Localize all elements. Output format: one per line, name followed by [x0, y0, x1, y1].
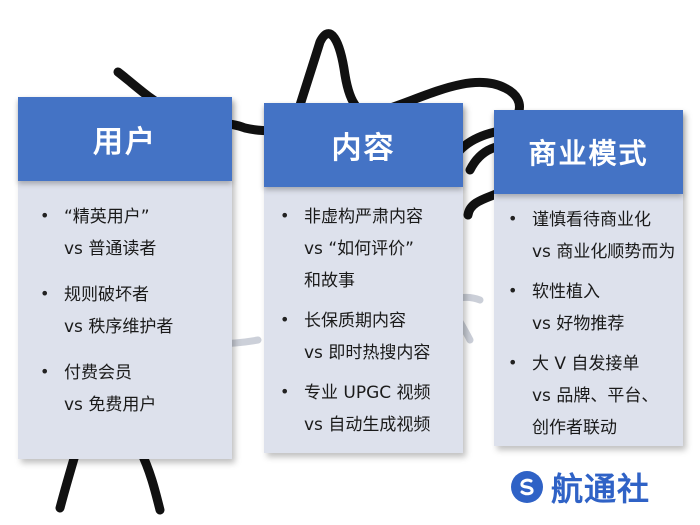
bullet: •: [280, 206, 290, 225]
column-content: 内容 • 非虚构严肃内容 vs “如何评价” 和故事 • 长保质期内容 vs 即…: [264, 103, 463, 453]
list-item: • 大 V 自发接单 vs 品牌、平台、 创作者联动: [508, 348, 683, 444]
brand-logo: 航通社: [511, 465, 650, 509]
column-header: 商业模式: [494, 110, 683, 194]
bullet: •: [508, 353, 518, 372]
list-item: • “精英用户” vs 普通读者: [40, 201, 232, 265]
list-item: • 付费会员 vs 免费用户: [40, 357, 232, 421]
logo-icon: [511, 471, 543, 503]
bullet: •: [508, 209, 518, 228]
list-item: • 谨慎看待商业化 vs 商业化顺势而为: [508, 204, 683, 268]
bullet: •: [40, 362, 50, 381]
bullet: •: [280, 310, 290, 329]
list-item: • 专业 UPGC 视频 vs 自动生成视频: [280, 377, 463, 441]
bullet: •: [280, 382, 290, 401]
list-item: • 规则破坏者 vs 秩序维护者: [40, 279, 232, 343]
column-business-model: 商业模式 • 谨慎看待商业化 vs 商业化顺势而为 • 软性植入 vs 好物推荐…: [494, 110, 683, 446]
bullet: •: [40, 284, 50, 303]
list-item: • 长保质期内容 vs 即时热搜内容: [280, 305, 463, 369]
bullet: •: [508, 281, 518, 300]
bullet: •: [40, 206, 50, 225]
column-header: 用户: [18, 97, 232, 181]
list-item: • 非虚构严肃内容 vs “如何评价” 和故事: [280, 201, 463, 297]
list-item: • 软性植入 vs 好物推荐: [508, 276, 683, 340]
column-header: 内容: [264, 103, 463, 187]
logo-text: 航通社: [551, 470, 651, 508]
column-users: 用户 • “精英用户” vs 普通读者 • 规则破坏者 vs 秩序维护者 • 付…: [18, 97, 232, 459]
